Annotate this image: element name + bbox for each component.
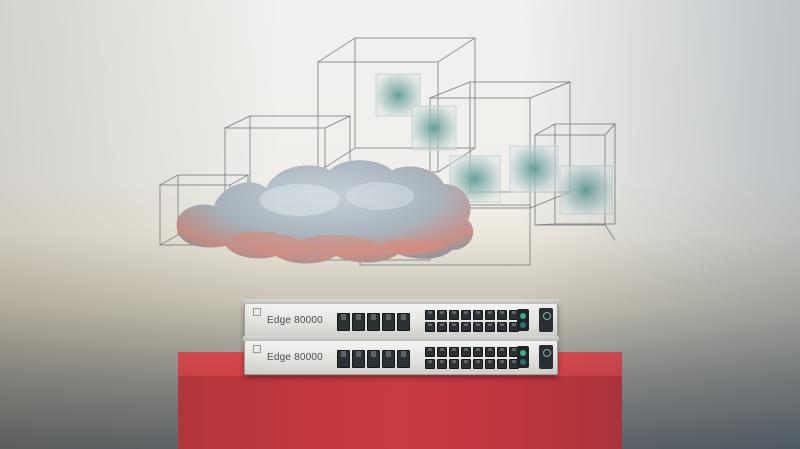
network-switch-top: Edge 80000 (243, 299, 559, 338)
switch-model-label: Edge 80000 (267, 315, 323, 326)
pedestal-front (178, 376, 622, 449)
ethernet-ports (425, 347, 519, 369)
power-icon (539, 308, 553, 332)
status-led-icon (517, 309, 529, 331)
uplink-ports (337, 313, 410, 331)
ethernet-ports (425, 310, 519, 332)
data-cubes (375, 73, 613, 215)
network-switch-bottom: Edge 80000 (243, 336, 559, 375)
power-icon (539, 345, 553, 369)
cloud-icon (176, 160, 474, 264)
status-led-icon (517, 346, 529, 368)
switch-model-label: Edge 80000 (267, 352, 323, 363)
uplink-ports (337, 350, 410, 368)
